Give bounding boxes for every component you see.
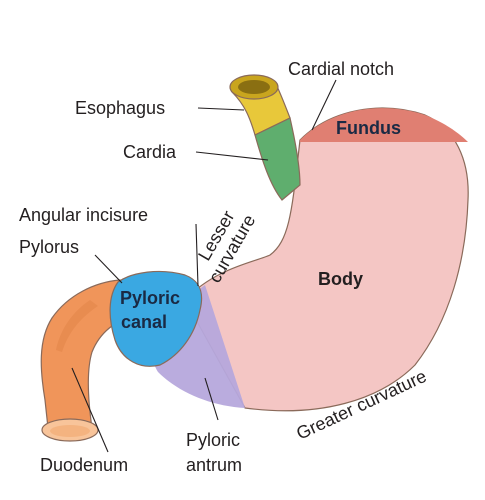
label-pyloric-antrum-line2: antrum xyxy=(186,455,242,475)
leader-lines xyxy=(71,79,337,453)
label-duodenum: Duodenum xyxy=(40,455,128,475)
leader-duodenum xyxy=(71,367,109,453)
pyloric-canal-region xyxy=(109,270,203,367)
label-esophagus: Esophagus xyxy=(75,98,165,118)
esophagus-lumen-inner xyxy=(238,80,270,94)
leader-pyloric-antrum xyxy=(204,377,219,421)
label-body: Body xyxy=(318,269,363,289)
label-fundus: Fundus xyxy=(336,118,401,138)
label-cardial-notch: Cardial notch xyxy=(288,59,394,79)
fundus-region xyxy=(300,108,468,142)
leader-angular-incisure xyxy=(195,223,199,287)
leader-cardial-notch xyxy=(311,79,337,131)
leader-esophagus xyxy=(197,107,245,111)
label-pyloric-canal-line1: Pyloric xyxy=(120,288,180,308)
leader-pylorus xyxy=(94,254,123,284)
label-pylorus: Pylorus xyxy=(19,237,79,257)
duodenum-shade xyxy=(56,300,98,352)
label-pyloric-antrum-line1: Pyloric xyxy=(186,430,240,450)
leader-cardia xyxy=(195,151,269,161)
label-cardia: Cardia xyxy=(123,142,177,162)
duodenum-lumen-inner xyxy=(50,425,90,437)
label-angular-incisure: Angular incisure xyxy=(19,205,148,225)
label-pyloric-canal-line2: canal xyxy=(121,312,167,332)
